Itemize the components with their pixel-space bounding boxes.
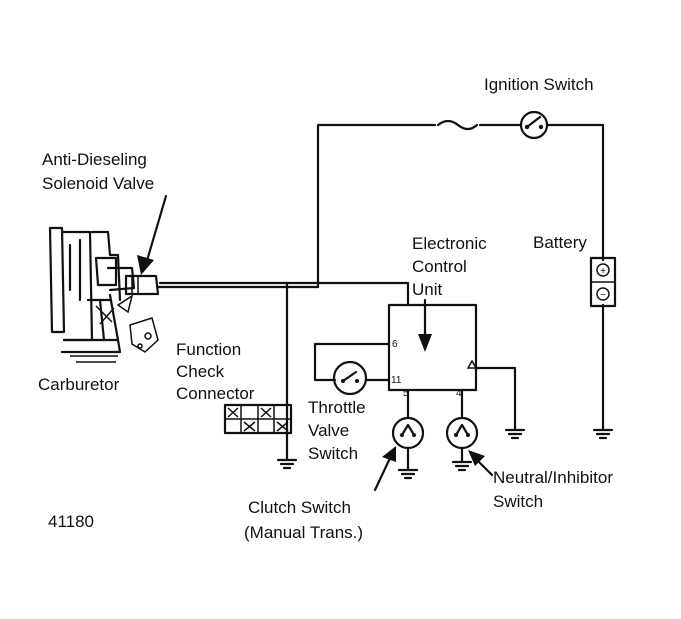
wire-to-ignition — [316, 123, 437, 289]
ignition-switch-label: Ignition Switch — [484, 75, 594, 94]
clutch-switch-icon — [391, 416, 425, 450]
ecu-pin-triangle-icon — [466, 359, 478, 369]
ground-icon — [592, 428, 614, 440]
wiring — [156, 119, 605, 472]
anti-dieseling-label-line1: Anti-Dieseling — [42, 150, 147, 169]
clutch-switch-label-line2: (Manual Trans.) — [244, 523, 363, 542]
neutral-inhibitor-switch-icon — [445, 416, 479, 450]
ignition-switch-icon — [519, 110, 549, 140]
carburetor-icon — [48, 226, 160, 363]
battery-negative-symbol: − — [600, 290, 606, 301]
ecu-pin-11: 11 — [391, 375, 402, 386]
electronic-control-unit — [387, 303, 478, 392]
ecu-label-line3: Unit — [412, 280, 443, 299]
wire-ignition-battery — [546, 123, 605, 262]
battery-icon — [589, 256, 617, 308]
carburetor-label: Carburetor — [38, 375, 120, 394]
wire-throttle-loop — [313, 342, 391, 382]
ecu-pin-6: 6 — [392, 339, 398, 350]
neutral-switch-label-line2: Switch — [493, 492, 543, 511]
ground-icon — [397, 468, 419, 480]
function-check-label-line1: Function — [176, 340, 241, 359]
function-check-label-line3: Connector — [176, 384, 255, 403]
ecu-pin-5: 5 — [403, 388, 409, 399]
battery-label: Battery — [533, 233, 587, 252]
function-check-connector-icon — [223, 403, 293, 435]
neutral-switch-label-line1: Neutral/Inhibitor — [493, 468, 613, 487]
ecu-pin-4: 4 — [456, 388, 462, 399]
clutch-switch-label-line1: Clutch Switch — [248, 498, 351, 517]
throttle-label-line2: Valve — [308, 421, 349, 440]
function-check-label-line2: Check — [176, 362, 225, 381]
figure-number: 41180 — [48, 512, 94, 531]
throttle-valve-switch-icon — [332, 360, 368, 396]
wire-ecu-feed — [158, 281, 410, 307]
wire-ecu-ground — [474, 366, 517, 432]
solenoid-valve-body — [124, 274, 160, 296]
throttle-label-line3: Switch — [308, 444, 358, 463]
ground-icon — [504, 428, 526, 440]
ecu-label-line2: Control — [412, 257, 467, 276]
fuse-symbol — [436, 119, 479, 131]
ecu-label-line1: Electronic — [412, 234, 487, 253]
throttle-label-line1: Throttle — [308, 398, 366, 417]
battery-positive-symbol: + — [600, 266, 606, 277]
ground-icon — [451, 460, 473, 472]
anti-dieseling-label-line2: Solenoid Valve — [42, 174, 154, 193]
ground-icon — [276, 458, 298, 470]
pointer-arrows — [137, 194, 494, 492]
